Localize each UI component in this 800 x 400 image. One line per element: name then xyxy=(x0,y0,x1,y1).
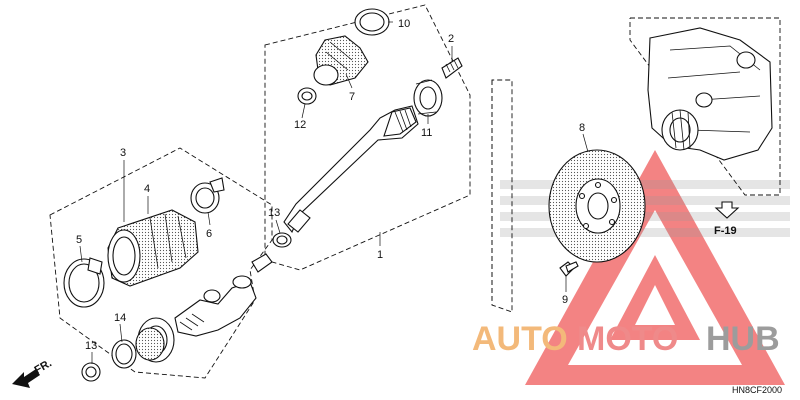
part-11-seal xyxy=(413,79,443,117)
part-8-brake-disc xyxy=(548,149,646,263)
part-7-boot xyxy=(313,35,369,86)
callout-8: 8 xyxy=(579,122,585,134)
front-direction-arrow xyxy=(12,369,40,388)
part-12-o-ring xyxy=(297,87,317,105)
callout-3: 3 xyxy=(120,147,126,159)
watermark-text-moto: MOTO xyxy=(577,320,678,358)
part-2-spring xyxy=(441,57,463,79)
part-13-snap-ring-lower xyxy=(81,362,101,382)
frame-universal-joint-assembly xyxy=(49,147,273,379)
callout-7: 7 xyxy=(349,91,355,103)
callout-10: 10 xyxy=(398,18,410,30)
leader-lines xyxy=(79,21,589,364)
frame-hub-disc xyxy=(491,79,513,313)
part-universal-joint xyxy=(174,253,273,337)
part-5-clamp-band xyxy=(63,257,105,308)
callout-4: 4 xyxy=(144,183,150,195)
callout-12: 12 xyxy=(294,119,306,131)
part-10-o-ring xyxy=(354,8,390,36)
part-9-bolt xyxy=(559,261,579,277)
callout-2: 2 xyxy=(448,33,454,45)
callout-14: 14 xyxy=(114,312,126,324)
callout-1: 1 xyxy=(377,249,383,261)
reference-label: F-19 xyxy=(714,225,737,237)
watermark-text-hub: HUB xyxy=(706,320,780,358)
part-final-gear-case xyxy=(647,27,773,161)
callout-6: 6 xyxy=(206,228,212,240)
watermark-logo: AUTO MOTO HUB xyxy=(472,320,780,358)
callout-13-lower: 13 xyxy=(85,340,97,352)
f19-arrow xyxy=(714,201,740,219)
part-1-drive-shaft xyxy=(283,105,419,234)
part-6-boot-clamp xyxy=(190,177,225,214)
part-13-snap-ring-upper xyxy=(272,232,292,248)
watermark-triangle xyxy=(525,150,785,385)
diagram-code: HN8CF2000 xyxy=(732,385,782,395)
part-14-circlip xyxy=(111,339,137,369)
frame-final-gear-case xyxy=(629,17,781,196)
callout-5: 5 xyxy=(76,234,82,246)
part-joint-seal xyxy=(135,317,175,363)
callout-9: 9 xyxy=(562,294,568,306)
callout-11: 11 xyxy=(421,127,432,139)
direction-label: FR. xyxy=(33,357,54,376)
part-4-boot xyxy=(107,209,199,287)
watermark-text-auto: AUTO xyxy=(472,320,568,358)
callout-13-upper: 13 xyxy=(268,207,280,219)
